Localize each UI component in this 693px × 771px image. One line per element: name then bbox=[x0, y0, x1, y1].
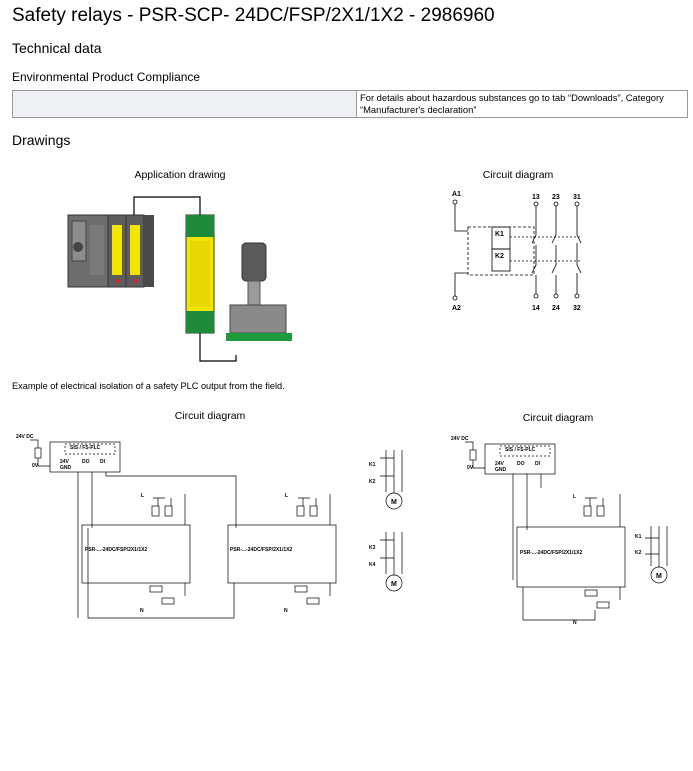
label-a1: A1 bbox=[452, 191, 461, 198]
label-k2-r: K2 bbox=[635, 550, 642, 556]
label-k1: K1 bbox=[495, 231, 504, 238]
application-drawing bbox=[67, 196, 292, 362]
label-l-r: L bbox=[573, 494, 576, 500]
motor-label-r: M bbox=[656, 573, 662, 580]
safety-plc-module bbox=[67, 214, 154, 288]
label-k2-motor: K2 bbox=[369, 479, 376, 485]
label-k3-motor: K3 bbox=[369, 545, 376, 551]
circuit-diagram-right: 24V DC 0V 24V GND DO DI SIS / FS-PLC PSR… bbox=[451, 436, 668, 625]
table-cell-empty bbox=[12, 90, 357, 118]
label-32: 32 bbox=[573, 305, 581, 312]
label-n-1: N bbox=[140, 608, 144, 614]
application-drawing-caption: Application drawing bbox=[134, 169, 226, 181]
label-0v: 0V bbox=[32, 463, 39, 469]
label-di-r: DI bbox=[535, 461, 541, 467]
label-0v-r: 0V bbox=[467, 465, 474, 471]
label-plc-r: SIS / FS-PLC bbox=[505, 447, 536, 453]
technical-data-heading: Technical data bbox=[12, 40, 102, 56]
label-do-r: DO bbox=[517, 461, 525, 467]
label-24vdc-r: 24V DC bbox=[451, 436, 469, 442]
relay-pump-wire bbox=[199, 333, 237, 362]
label-plc: SIS / FS-PLC bbox=[70, 445, 101, 451]
label-k4-motor: K4 bbox=[369, 562, 376, 568]
circuit-diagram-caption-top: Circuit diagram bbox=[482, 169, 554, 181]
motor-label-1: M bbox=[391, 499, 397, 506]
label-31: 31 bbox=[573, 194, 581, 201]
label-k1-motor: K1 bbox=[369, 462, 376, 468]
label-di: DI bbox=[100, 459, 106, 465]
label-24vdc: 24V DC bbox=[16, 434, 34, 440]
isolation-note: Example of electrical isolation of a saf… bbox=[12, 381, 285, 391]
label-24: 24 bbox=[552, 305, 560, 312]
pump-drawing bbox=[226, 242, 292, 341]
label-l-1: L bbox=[141, 493, 144, 499]
page-title: Safety relays - PSR-SCP- 24DC/FSP/2X1/1X… bbox=[12, 5, 495, 26]
compliance-text: For details about hazardous substances g… bbox=[356, 90, 688, 118]
label-k1-r: K1 bbox=[635, 534, 642, 540]
environmental-compliance-table: For details about hazardous substances g… bbox=[12, 90, 688, 118]
label-gnd-r: GND bbox=[495, 467, 507, 473]
label-n-r: N bbox=[573, 620, 577, 625]
circuit-diagram-left: 24V DC 0V 24V GND DO DI SIS / FS-PLC PSR… bbox=[16, 434, 403, 619]
label-psr-2: PSR-...-24DC/FSP/2X1/1X2 bbox=[230, 547, 292, 553]
circuit-diagram-top: A1 A2 13 23 31 14 24 32 K1 K2 bbox=[452, 191, 582, 312]
plc-relay-wire bbox=[133, 196, 201, 215]
label-gnd: GND bbox=[60, 465, 72, 471]
label-14: 14 bbox=[532, 305, 540, 312]
label-n-2: N bbox=[284, 608, 288, 614]
circuit-diagram-caption-left: Circuit diagram bbox=[174, 410, 246, 422]
motor-label-2: M bbox=[391, 581, 397, 588]
table-row: For details about hazardous substances g… bbox=[12, 90, 688, 118]
label-a2: A2 bbox=[452, 305, 461, 312]
label-23: 23 bbox=[552, 194, 560, 201]
drawings-heading: Drawings bbox=[12, 132, 71, 148]
label-k2: K2 bbox=[495, 253, 504, 260]
psr-relay-module bbox=[185, 214, 215, 334]
label-do: DO bbox=[82, 459, 90, 465]
circuit-diagram-caption-right: Circuit diagram bbox=[522, 412, 594, 424]
label-24v-r: 24V bbox=[495, 461, 505, 467]
label-psr-r: PSR-...-24DC/FSP/2X1/1X2 bbox=[520, 550, 582, 556]
label-psr-1: PSR-...-24DC/FSP/2X1/1X2 bbox=[85, 547, 147, 553]
label-l-2: L bbox=[285, 493, 288, 499]
label-13: 13 bbox=[532, 194, 540, 201]
label-24v: 24V bbox=[60, 459, 70, 465]
environmental-compliance-heading: Environmental Product Compliance bbox=[12, 70, 201, 84]
